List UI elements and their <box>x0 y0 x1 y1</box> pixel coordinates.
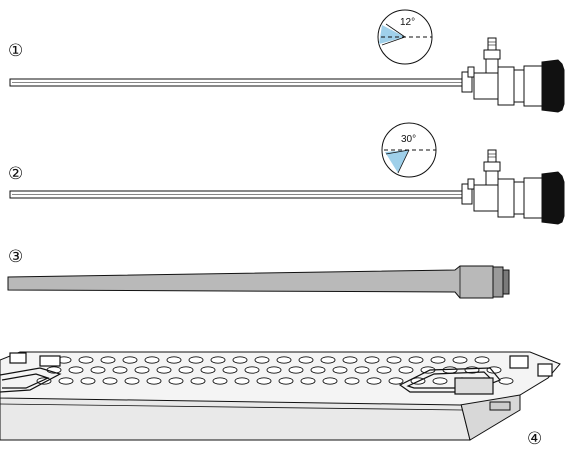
tray-hole <box>156 366 172 374</box>
tray-hole <box>234 377 250 385</box>
tray-hole <box>288 366 304 374</box>
tray-hole <box>232 356 248 364</box>
tray-hole <box>322 377 338 385</box>
view-angle-label-30: 30° <box>401 134 416 145</box>
tray-hole <box>398 366 414 374</box>
view-angle-icon-12 <box>377 9 433 65</box>
tray-hole <box>452 356 468 364</box>
tray-hole <box>320 356 336 364</box>
tray-handle-right <box>398 355 553 395</box>
view-angle-icon-30 <box>381 122 437 178</box>
item-marker-2: ② <box>8 164 23 183</box>
item-marker-3: ③ <box>8 247 23 266</box>
tray-hole <box>332 366 348 374</box>
tray-hole <box>354 366 370 374</box>
tray-hole <box>200 366 216 374</box>
tray-hole <box>212 377 228 385</box>
tray-handle-left <box>0 352 62 393</box>
tray-hole <box>222 366 238 374</box>
tray-hole <box>122 356 138 364</box>
sterilization-tray <box>0 351 561 441</box>
tray-hole <box>388 377 404 385</box>
tray-hole <box>376 366 392 374</box>
tray-hole <box>166 356 182 364</box>
tray-hole <box>68 366 84 374</box>
tray-hole <box>36 377 52 385</box>
tray-hole <box>124 377 140 385</box>
telescope-12 <box>9 37 565 113</box>
tray-hole <box>430 356 446 364</box>
tray-hole <box>210 356 226 364</box>
tray-hole <box>364 356 380 364</box>
tray-hole <box>78 356 94 364</box>
tray-hole <box>386 356 402 364</box>
tray-foot <box>489 401 511 411</box>
tray-hole <box>342 356 358 364</box>
tray-hole <box>190 377 206 385</box>
tray-hole <box>90 366 106 374</box>
tray-hole <box>498 377 514 385</box>
item-marker-1: ① <box>8 41 23 60</box>
tray-hole <box>432 377 448 385</box>
tray-hole <box>298 356 314 364</box>
tray-hole <box>278 377 294 385</box>
tray-hole <box>144 356 160 364</box>
tray-hole <box>300 377 316 385</box>
tray-hole <box>256 377 272 385</box>
tray-hole <box>134 366 150 374</box>
tray-hole <box>244 366 260 374</box>
tray-hole <box>100 356 116 364</box>
tray-hole <box>266 366 282 374</box>
item-marker-4: ④ <box>527 429 542 448</box>
tray-hole <box>188 356 204 364</box>
tray-hole <box>178 366 194 374</box>
tray-perforations <box>36 356 514 385</box>
tray-hole <box>344 377 360 385</box>
tray-hole <box>408 356 424 364</box>
tray-hole <box>366 377 382 385</box>
tray-hole <box>112 366 128 374</box>
tray-hole <box>310 366 326 374</box>
tray-hole <box>474 356 490 364</box>
tray-hole <box>168 377 184 385</box>
view-angle-label-12: 12° <box>400 17 415 28</box>
tray-hole <box>254 356 270 364</box>
telescope-30 <box>9 149 565 225</box>
tray-hole <box>80 377 96 385</box>
tray-hole <box>58 377 74 385</box>
tray-hole <box>102 377 118 385</box>
tapered-sheath <box>7 265 510 299</box>
tray-hole <box>276 356 292 364</box>
tray-hole <box>146 377 162 385</box>
